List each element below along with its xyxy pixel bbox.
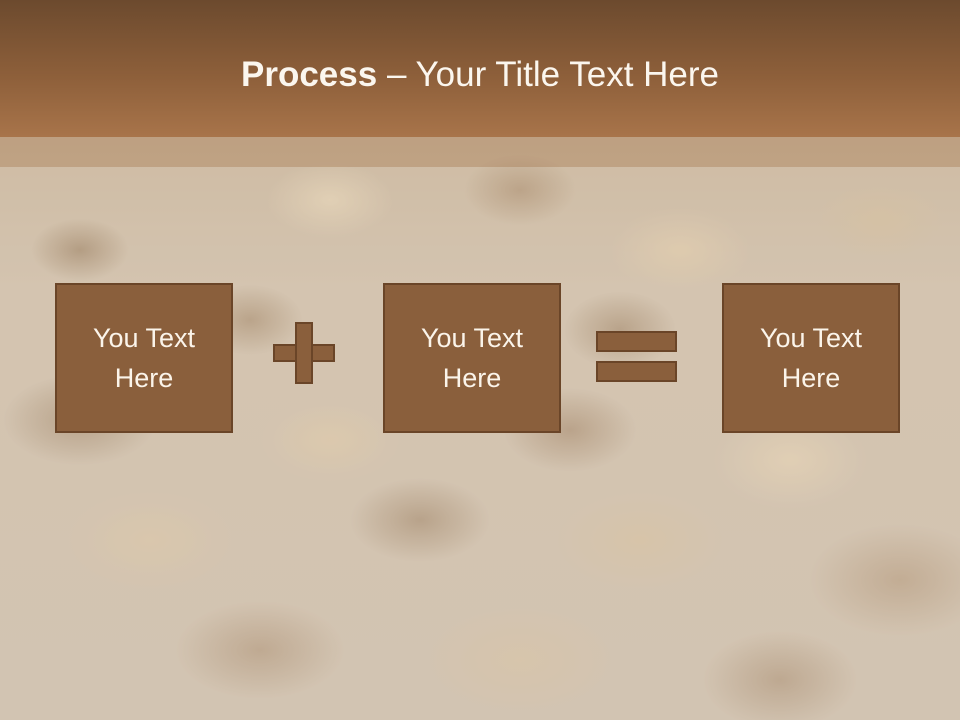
equals-bar-top bbox=[596, 331, 677, 352]
process-box-3-text: You Text Here bbox=[759, 323, 863, 393]
process-box-3[interactable]: You Text Here bbox=[722, 283, 900, 433]
title-strip bbox=[0, 137, 960, 167]
equals-bar-bottom bbox=[596, 361, 677, 382]
process-box-1-text: You Text Here bbox=[92, 323, 196, 393]
title-strong-text: Process bbox=[241, 55, 378, 94]
process-box-1[interactable]: You Text Here bbox=[55, 283, 233, 433]
process-box-2-text: You Text Here bbox=[420, 323, 524, 393]
title-band bbox=[0, 0, 960, 137]
process-box-2[interactable]: You Text Here bbox=[383, 283, 561, 433]
plus-center bbox=[297, 346, 311, 360]
slide-title[interactable]: Process – Your Title Text Here bbox=[0, 50, 960, 100]
title-rest-text: – Your Title Text Here bbox=[377, 55, 719, 94]
